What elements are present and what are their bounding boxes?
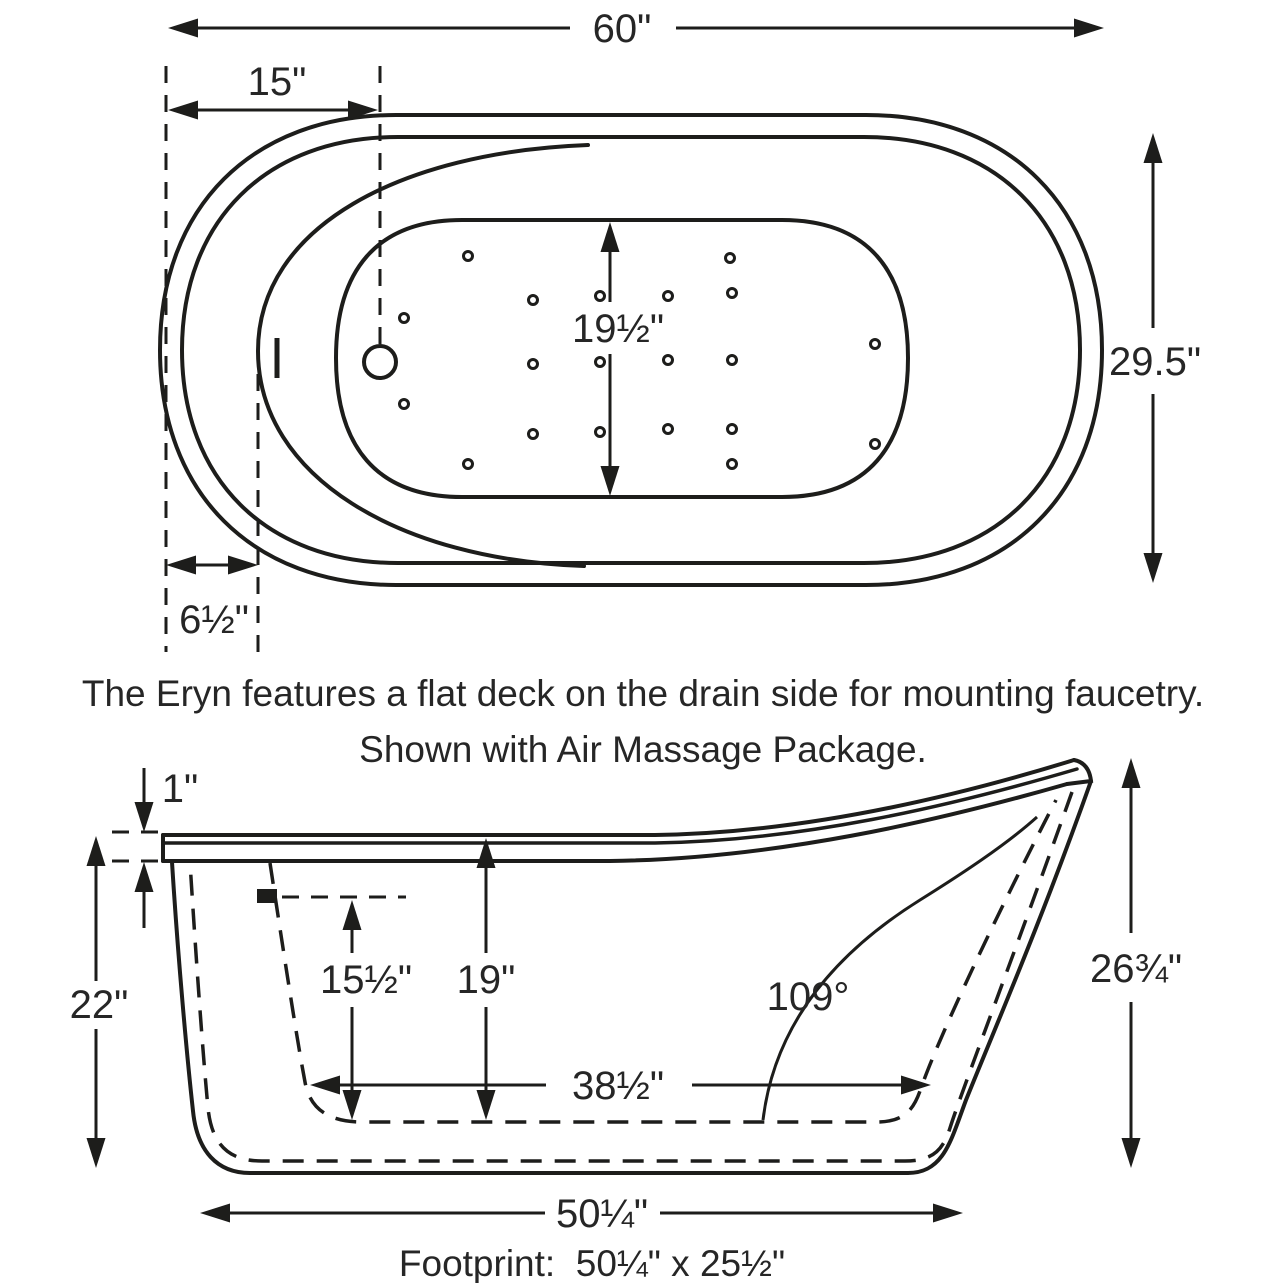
- dim-1: 1": [112, 767, 198, 928]
- dim-19half: 19½": [572, 222, 664, 496]
- dim-1-label: 1": [162, 767, 198, 811]
- dim-50quarter: 50¼": [200, 1192, 963, 1236]
- deck-edge-curve: [255, 143, 590, 568]
- air-jet-holes: [398, 250, 881, 470]
- dim-60: 60": [168, 7, 1104, 51]
- dim-29half: 29.5": [1109, 133, 1201, 583]
- rim-bottom-line: [161, 782, 1069, 863]
- dim-60-label: 60": [593, 7, 652, 51]
- dim-50quarter-label: 50¼": [556, 1192, 648, 1236]
- dim-6half-label: 6½": [179, 598, 249, 642]
- top-view: 60" 15" 19½" 29.5": [157, 7, 1201, 652]
- dim-15half: 15½": [320, 900, 412, 1120]
- drain-circle: [362, 344, 398, 380]
- interior-basin-hidden: [268, 799, 1058, 1124]
- dim-22: 22": [70, 836, 129, 1168]
- dim-15: 15": [168, 60, 378, 120]
- footprint-label: Footprint: 50¼" x 25½": [399, 1243, 785, 1283]
- note-line1: The Eryn features a flat deck on the dra…: [82, 673, 1204, 714]
- dim-19: 19": [457, 838, 516, 1120]
- inner-shell-hidden: [188, 791, 1074, 1163]
- basin-outline: [333, 218, 911, 499]
- dim-26threequarter-label: 26¾": [1090, 947, 1182, 991]
- dim-26threequarter: 26¾": [1090, 758, 1182, 1168]
- rim-top-line: [161, 758, 1076, 837]
- footer: Footprint: 50¼" x 25½": [399, 1243, 785, 1283]
- tub-rim-inner-outline: [179, 135, 1083, 565]
- side-view: 1" 22" 15½" 19" 109°: [70, 758, 1182, 1236]
- dim-109: 109°: [761, 815, 1039, 1121]
- tub-outer-outline: [157, 113, 1105, 587]
- angle-arc: [761, 815, 1039, 1121]
- dim-29half-label: 29.5": [1109, 340, 1201, 384]
- dim-38half: 38½": [310, 1064, 931, 1108]
- outer-shell: [170, 779, 1093, 1175]
- dim-38half-label: 38½": [572, 1064, 664, 1108]
- dim-15half-label: 15½": [320, 958, 412, 1002]
- dim-19half-label: 19½": [572, 307, 664, 351]
- note-line2: Shown with Air Massage Package.: [359, 729, 927, 770]
- notes: The Eryn features a flat deck on the dra…: [82, 673, 1204, 770]
- dim-15-label: 15": [248, 60, 307, 104]
- rim-top-inner-line: [161, 767, 1079, 845]
- overflow-port: [257, 889, 277, 903]
- dim-6half: 6½": [166, 555, 258, 642]
- dim-22-label: 22": [70, 983, 129, 1027]
- angle-109-label: 109°: [767, 975, 850, 1019]
- dim-19-label: 19": [457, 958, 516, 1002]
